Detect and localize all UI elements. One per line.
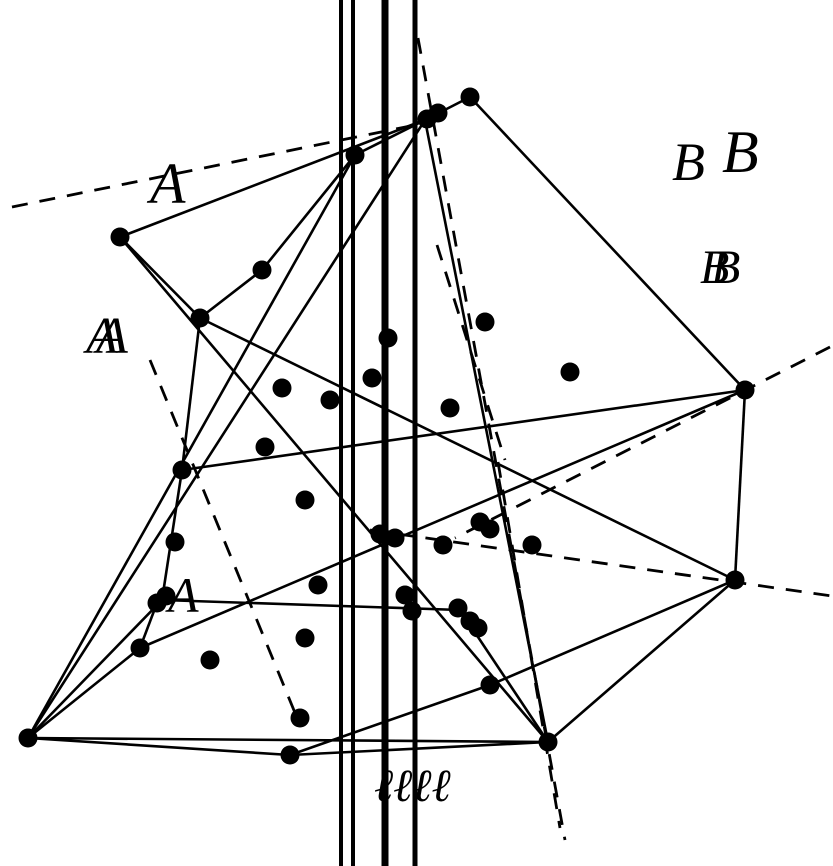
- point-dot: [272, 378, 292, 398]
- point-dot: [252, 260, 272, 280]
- point-dot: [538, 732, 558, 752]
- point-dot: [735, 380, 755, 400]
- solid-segment: [289, 740, 549, 757]
- label-ell: ℓℓℓℓ: [374, 760, 451, 811]
- solid-segment: [27, 736, 291, 757]
- solid-segment: [289, 683, 491, 757]
- point-dot: [156, 586, 176, 606]
- dashed-segment: [148, 359, 302, 726]
- point-dot: [560, 362, 580, 382]
- solid-segment: [733, 389, 747, 581]
- point-dot: [440, 398, 460, 418]
- label-B-top-1: B: [672, 132, 705, 192]
- solid-segment: [547, 579, 736, 743]
- point-dot: [395, 585, 415, 605]
- solid-segment: [27, 736, 549, 744]
- point-dot: [475, 312, 495, 332]
- point-dot: [280, 745, 300, 765]
- point-dot: [172, 460, 192, 480]
- solid-segment: [199, 316, 736, 582]
- solid-segment: [26, 119, 427, 739]
- point-dot: [480, 519, 500, 539]
- dashed-segment: [496, 461, 562, 829]
- label-A-bottom: A: [165, 567, 199, 623]
- label-B-mid-1: B: [700, 241, 729, 294]
- solid-segment: [199, 268, 263, 320]
- point-dot: [370, 524, 390, 544]
- solid-segment: [27, 599, 163, 739]
- label-B-top-2: B: [722, 119, 759, 185]
- solid-segment: [469, 96, 746, 391]
- label-B-mid-2: B: [711, 241, 740, 294]
- point-dot: [290, 708, 310, 728]
- solid-segment: [139, 388, 746, 650]
- point-dot: [433, 535, 453, 555]
- point-dot: [190, 308, 210, 328]
- solid-segment: [180, 317, 202, 471]
- point-dot: [130, 638, 150, 658]
- point-dot: [295, 490, 315, 510]
- point-dot: [428, 103, 448, 123]
- point-dot: [468, 618, 488, 638]
- point-dot: [320, 390, 340, 410]
- point-dot: [378, 328, 398, 348]
- point-dot: [308, 575, 328, 595]
- solid-segment: [489, 578, 736, 687]
- point-dot: [255, 437, 275, 457]
- point-dot: [522, 535, 542, 555]
- point-dot: [200, 650, 220, 670]
- point-dot: [725, 570, 745, 590]
- label-A-mid-2: A: [93, 308, 128, 365]
- point-dot: [18, 728, 38, 748]
- solid-segment: [26, 154, 357, 739]
- point-dot: [165, 532, 185, 552]
- point-dot: [385, 528, 405, 548]
- point-dot: [402, 601, 422, 621]
- point-dot: [362, 368, 382, 388]
- solid-segment: [119, 117, 428, 239]
- point-dot: [295, 628, 315, 648]
- solid-segment: [423, 119, 550, 743]
- dashed-segment: [369, 528, 833, 598]
- point-dot: [448, 598, 468, 618]
- solid-segment: [181, 388, 746, 472]
- solid-segment: [27, 646, 141, 740]
- point-dot: [110, 227, 130, 247]
- solid-segment: [119, 236, 201, 319]
- label-A-mid-1: A: [83, 308, 118, 365]
- dashed-segment: [11, 120, 431, 209]
- point-dot: [345, 145, 365, 165]
- point-dot: [460, 87, 480, 107]
- label-A-top: A: [146, 151, 186, 216]
- point-dot: [480, 675, 500, 695]
- dashed-segment: [454, 345, 831, 540]
